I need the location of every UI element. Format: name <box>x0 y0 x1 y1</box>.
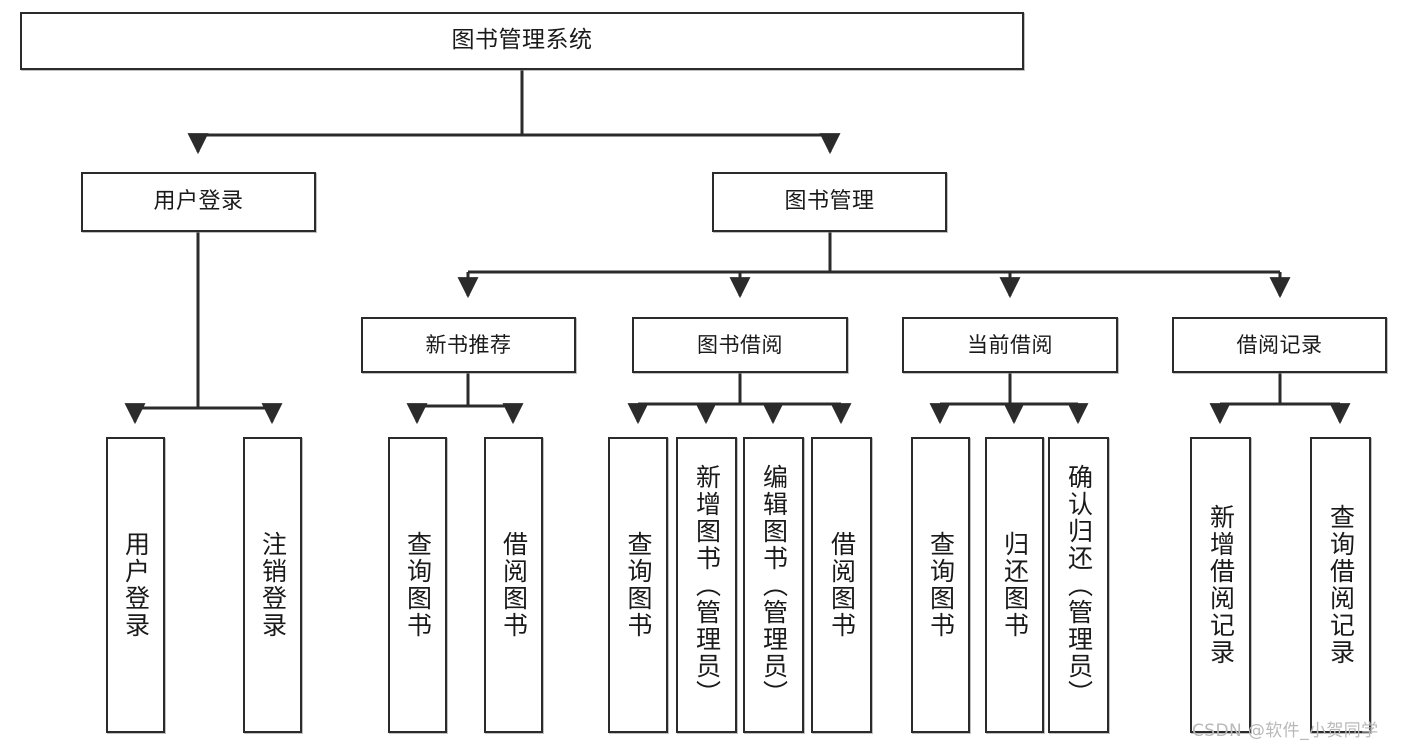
leaf-borrow-book[interactable]: 借阅图书 <box>811 437 872 733</box>
leaf-borrow-book-recommend-label: 借阅图书 <box>499 531 529 639</box>
leaf-edit-book-admin[interactable]: 编辑图书（管理员） <box>743 437 804 733</box>
leaf-add-borrow-record-label: 新增借阅记录 <box>1206 504 1236 666</box>
leaf-query-book-recommend-label: 查询图书 <box>403 531 433 639</box>
leaf-add-book-admin-label: 新增图书（管理员） <box>692 463 722 707</box>
leaf-add-book-admin[interactable]: 新增图书（管理员） <box>676 437 737 733</box>
root-node-label: 图书管理系统 <box>451 27 593 54</box>
node-new-book-recommend[interactable]: 新书推荐 <box>361 317 576 373</box>
leaf-query-borrow-record[interactable]: 查询借阅记录 <box>1310 437 1371 733</box>
node-book-management[interactable]: 图书管理 <box>712 172 947 232</box>
leaf-query-book-current[interactable]: 查询图书 <box>911 437 970 733</box>
watermark-text: CSDN @软件_小贺同学 <box>1192 721 1379 741</box>
leaf-query-borrow-record-label: 查询借阅记录 <box>1326 504 1356 666</box>
leaf-query-book-recommend[interactable]: 查询图书 <box>388 437 447 733</box>
leaf-return-book[interactable]: 归还图书 <box>985 437 1044 733</box>
leaf-query-book-borrow-label: 查询图书 <box>624 531 653 639</box>
leaf-query-book-borrow[interactable]: 查询图书 <box>608 437 668 733</box>
node-borrow-record[interactable]: 借阅记录 <box>1172 317 1387 373</box>
node-current-borrow-label: 当前借阅 <box>967 332 1053 357</box>
node-book-management-label: 图书管理 <box>784 189 875 215</box>
leaf-borrow-book-recommend[interactable]: 借阅图书 <box>484 437 543 733</box>
leaf-return-book-label: 归还图书 <box>1000 531 1030 639</box>
leaf-user-login[interactable]: 用户登录 <box>106 437 165 733</box>
leaf-confirm-return-admin[interactable]: 确认归还（管理员） <box>1048 437 1109 733</box>
node-user-login-label: 用户登录 <box>153 189 244 215</box>
root-node[interactable]: 图书管理系统 <box>20 12 1024 70</box>
node-new-book-recommend-label: 新书推荐 <box>425 332 512 357</box>
leaf-edit-book-admin-label: 编辑图书（管理员） <box>759 463 789 707</box>
leaf-user-logout[interactable]: 注销登录 <box>243 437 302 733</box>
node-current-borrow[interactable]: 当前借阅 <box>902 317 1118 373</box>
leaf-borrow-book-label: 借阅图书 <box>827 531 857 639</box>
leaf-query-book-current-label: 查询图书 <box>926 531 956 639</box>
node-book-borrow-label: 图书借阅 <box>697 332 783 357</box>
leaf-user-logout-label: 注销登录 <box>258 531 288 639</box>
node-book-borrow[interactable]: 图书借阅 <box>632 317 848 373</box>
leaf-user-login-label: 用户登录 <box>121 531 151 639</box>
node-user-login[interactable]: 用户登录 <box>81 172 316 232</box>
leaf-confirm-return-admin-label: 确认归还（管理员） <box>1064 463 1094 707</box>
node-borrow-record-label: 借阅记录 <box>1236 332 1323 357</box>
leaf-add-borrow-record[interactable]: 新增借阅记录 <box>1190 437 1251 733</box>
